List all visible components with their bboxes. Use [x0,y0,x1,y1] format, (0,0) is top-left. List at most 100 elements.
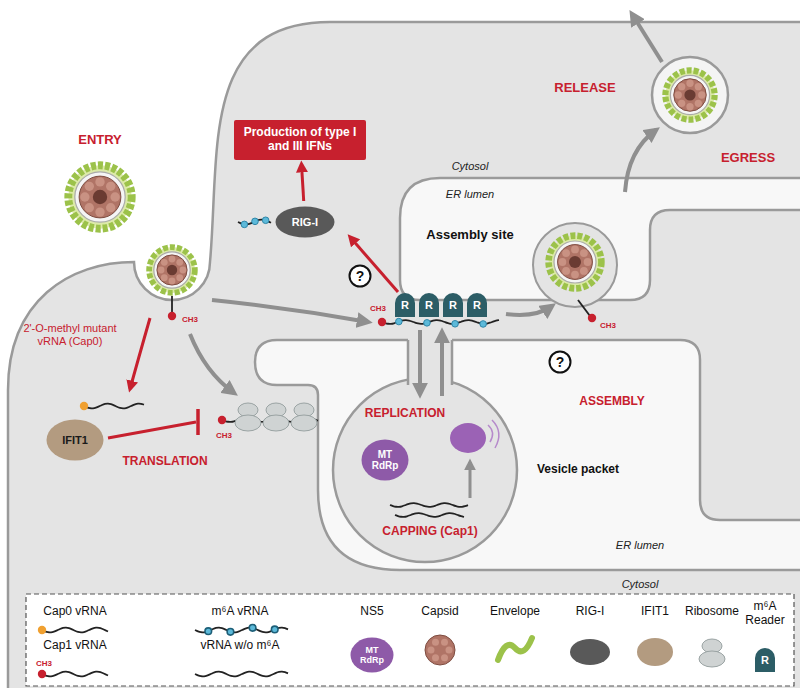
capsid-protein [559,258,567,266]
cap-label: CH3 [216,431,232,440]
rna-tail [578,300,590,316]
cap-label: CH3 [370,304,386,313]
envelope-icon [498,638,532,660]
viral-rna [395,513,464,517]
budding-membrane [533,223,617,307]
node-text: MT [378,449,392,461]
process-arrow [440,332,444,396]
reader-shape [395,293,415,317]
virion [549,236,602,289]
m6a-mark [205,628,212,635]
capsid-protein [169,278,176,285]
rna-cap [168,312,176,320]
legend-text: vRNA w/o m⁶A [201,638,280,652]
viral-rna [84,404,144,409]
capsid-protein [176,274,183,281]
capsid-protein [180,267,187,274]
vesicle-packet [333,378,517,562]
annotation: EGRESS [721,151,775,166]
legend-text: m⁶A Reader [745,599,784,627]
capsid-protein [106,182,115,191]
m6a-reader: R [466,292,488,318]
node-text: ? [556,354,565,370]
rna-cap [38,626,46,634]
process-arrow [418,330,422,394]
vesicle-neck [408,336,452,392]
capsid-protein [95,177,104,186]
capsid-protein [695,100,702,107]
capsid-protein [446,647,453,654]
question-circle: ? [348,264,372,288]
annotation: CAPPING (Cap1) [382,525,477,539]
process-arrow [632,14,662,62]
legend-text: Cap0 vRNA [43,604,106,618]
annotation: REPLICATION [365,407,445,421]
capsid-icon [425,635,455,665]
capsid-protein [161,274,168,281]
node-text: Production of type I and III IFNs [241,126,359,154]
node-shape [550,352,571,373]
envelope [149,247,195,293]
reader-shape [467,293,487,317]
annotation: Vesicle packet [537,463,619,477]
envelope [68,165,131,228]
viral-membrane [554,241,596,283]
m6a-mark [424,320,431,327]
capsid-protein [678,100,685,107]
ribosome-large [699,651,725,667]
capsid-protein [686,103,693,110]
egress-vesicle [652,57,728,133]
legend-entry: vRNA w/o m⁶A [201,639,280,653]
neck-membrane [407,340,410,385]
process-arrow [625,130,656,192]
legend-entry: Envelope [490,605,540,619]
genome-core [684,89,695,100]
node-text: ? [356,268,365,284]
capsid [558,245,593,280]
ribosome-large [263,415,289,431]
ribosome-large [291,415,317,431]
capsid-protein [428,647,435,654]
legend-entry: m⁶A Reader [739,600,791,628]
virion [149,247,195,293]
capsid [425,635,455,665]
reader-shape [755,648,775,672]
capsid-protein [584,258,592,266]
ifit1-icon [637,638,673,666]
m6a-mark [452,320,459,327]
legend-entry: IFIT1 [641,605,669,619]
envelope [549,236,602,289]
genome-core [93,190,107,204]
node-shape [351,638,394,673]
process-arrow [130,318,150,389]
viral-rna [390,503,468,507]
m6a-mark [252,218,259,225]
annotation: ENTRY [78,133,122,148]
rna-tail [171,296,173,314]
annotation: RELEASE [554,81,615,96]
node-text: R [761,654,769,667]
legend-box [26,594,794,686]
legend-text: m⁶A vRNA [212,604,269,618]
node-text: R [425,299,433,312]
legend-text: Envelope [490,604,540,618]
process-arrow [212,300,368,322]
legend-text: Cap1 vRNA [43,638,106,652]
ns5-protein [450,423,486,453]
cap-label: CH3 [36,659,52,668]
capsid-protein [695,83,702,90]
capsid-protein [432,654,439,661]
legend-text: IFIT1 [641,604,669,618]
neck-membrane [451,340,454,385]
question-circle: ? [548,350,572,374]
capsid-protein [571,246,579,254]
process-arrow [506,306,552,315]
capsid [674,79,706,111]
capsid-protein [80,192,89,201]
er-lumen [255,340,800,570]
m6a-reader-icon: R [754,647,776,673]
genome-core [569,256,581,268]
m6a-reader: R [418,292,440,318]
capsid-protein [85,182,94,191]
